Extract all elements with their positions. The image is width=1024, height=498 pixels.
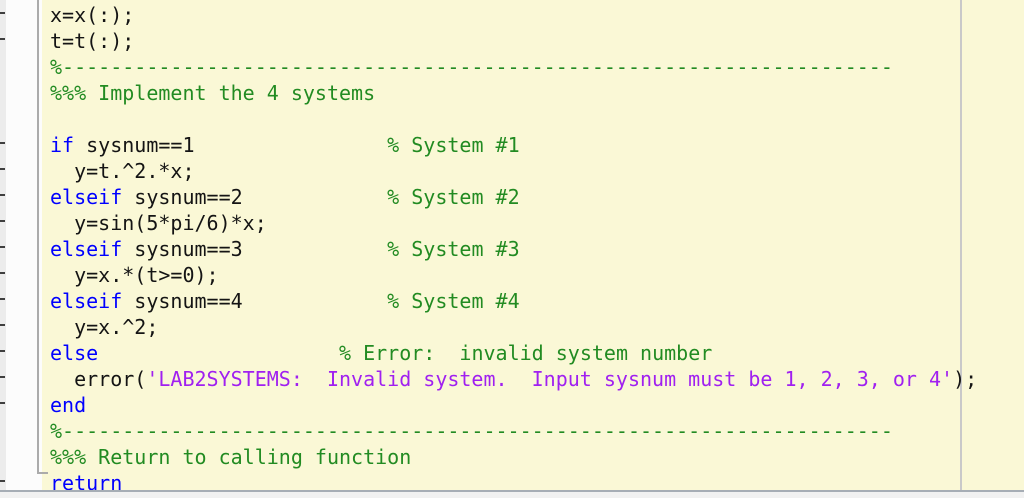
breakpoint-dash[interactable]	[0, 12, 5, 14]
code-line[interactable]: y=t.^2.*x;	[50, 158, 977, 184]
code-segment-comment: % System #4	[387, 289, 520, 313]
code-lines[interactable]: x=x(:);t=t(:);%-------------------------…	[50, 2, 977, 490]
code-segment-comment: % System #1	[387, 133, 520, 157]
editor-pane[interactable]: x=x(:);t=t(:);%-------------------------…	[42, 0, 1024, 490]
code-line[interactable]: elseif sysnum==2 % System #2	[50, 184, 977, 210]
code-line[interactable]: x=x(:);	[50, 2, 977, 28]
breakpoint-dash[interactable]	[0, 376, 5, 378]
code-line[interactable]: error('LAB2SYSTEMS: Invalid system. Inpu…	[50, 366, 977, 392]
code-line[interactable]: return	[50, 470, 977, 490]
breakpoint-dash[interactable]	[0, 246, 5, 248]
code-segment-comment: %%% Return to calling function	[50, 445, 412, 469]
column-limit-guide-line	[960, 0, 962, 490]
code-line[interactable]: %---------------------------------------…	[50, 418, 977, 444]
code-segment-comment: %---------------------------------------…	[50, 419, 893, 443]
code-fold-corner	[37, 472, 48, 474]
code-segment-code: error(	[50, 367, 147, 391]
code-segment-code: x=x(:);	[50, 3, 135, 27]
code-line[interactable]	[50, 106, 977, 132]
breakpoint-dash[interactable]	[0, 350, 5, 352]
breakpoint-dash[interactable]	[0, 324, 5, 326]
breakpoint-dash[interactable]	[0, 220, 5, 222]
code-line[interactable]: end	[50, 392, 977, 418]
code-line[interactable]: y=sin(5*pi/6)*x;	[50, 210, 977, 236]
code-segment-code: t=t(:);	[50, 29, 135, 53]
code-segment-keyword: end	[50, 393, 87, 417]
breakpoint-dash[interactable]	[0, 480, 5, 482]
code-segment-code: sysnum==2	[122, 185, 388, 209]
code-line[interactable]: %---------------------------------------…	[50, 54, 977, 80]
code-segment-code: sysnum==1	[74, 133, 388, 157]
code-line[interactable]: y=x.^2;	[50, 314, 977, 340]
code-line[interactable]: elseif sysnum==3 % System #3	[50, 236, 977, 262]
code-segment-comment: % Error: invalid system number	[339, 341, 713, 365]
code-segment-code: y=x.*(t>=0);	[50, 263, 219, 287]
breakpoint-gutter[interactable]	[0, 0, 48, 490]
code-segment-code: );	[953, 367, 978, 391]
code-segment-comment: % System #2	[387, 185, 520, 209]
code-segment-keyword: return	[50, 471, 123, 490]
code-segment-string: 'LAB2SYSTEMS: Invalid system. Input sysn…	[146, 367, 954, 391]
code-segment-keyword: if	[50, 133, 75, 157]
code-fold-line	[37, 0, 39, 474]
gutter-edge-strip	[0, 0, 6, 490]
breakpoint-dash[interactable]	[0, 272, 5, 274]
breakpoint-dash[interactable]	[0, 168, 5, 170]
code-segment-comment: % System #3	[387, 237, 520, 261]
breakpoint-dash[interactable]	[0, 38, 5, 40]
breakpoint-dash[interactable]	[0, 402, 5, 404]
code-segment-code: y=t.^2.*x;	[50, 159, 195, 183]
code-segment-code: sysnum==3	[122, 237, 388, 261]
code-segment-code: sysnum==4	[122, 289, 388, 313]
code-line[interactable]: y=x.*(t>=0);	[50, 262, 977, 288]
code-segment-keyword: elseif	[50, 289, 123, 313]
breakpoint-dash[interactable]	[0, 298, 5, 300]
code-line[interactable]: if sysnum==1 % System #1	[50, 132, 977, 158]
code-segment-keyword: elseif	[50, 185, 123, 209]
breakpoint-dash[interactable]	[0, 194, 5, 196]
code-line[interactable]: %%% Implement the 4 systems	[50, 80, 977, 106]
code-segment-keyword: elseif	[50, 237, 123, 261]
code-line[interactable]: elseif sysnum==4 % System #4	[50, 288, 977, 314]
breakpoint-dash[interactable]	[0, 142, 5, 144]
code-segment-code: y=sin(5*pi/6)*x;	[50, 211, 267, 235]
code-segment-code: y=x.^2;	[50, 315, 159, 339]
code-segment-comment: %---------------------------------------…	[50, 55, 893, 79]
code-segment-code	[98, 341, 339, 365]
code-segment-keyword: else	[50, 341, 99, 365]
pane-bottom-border	[0, 490, 1024, 498]
code-line[interactable]: else % Error: invalid system number	[50, 340, 977, 366]
code-line[interactable]: t=t(:);	[50, 28, 977, 54]
code-segment-comment: %%% Implement the 4 systems	[50, 81, 376, 105]
code-line[interactable]: %%% Return to calling function	[50, 444, 977, 470]
